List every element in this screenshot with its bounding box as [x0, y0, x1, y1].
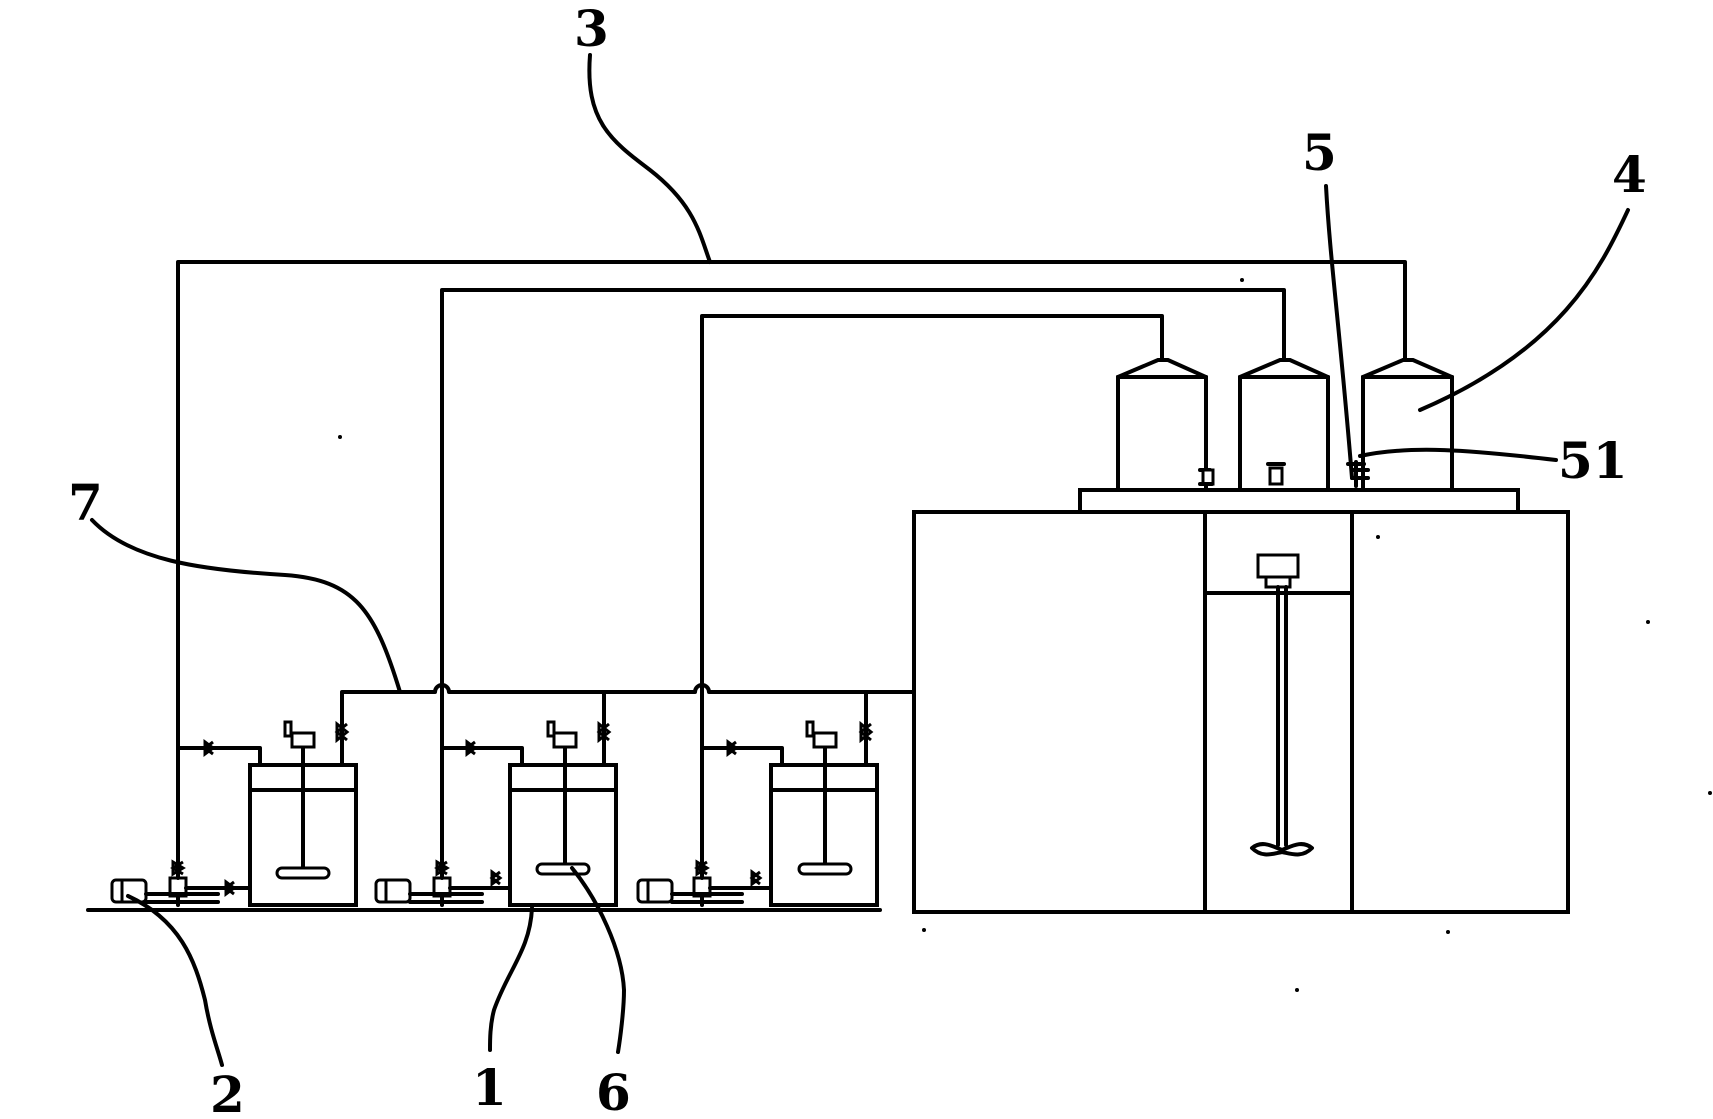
mix-tank-c	[769, 720, 879, 907]
pump-c	[636, 859, 773, 904]
pump-b	[374, 859, 512, 904]
pipe-3-inner	[700, 314, 1164, 907]
silo-platform	[1078, 488, 1520, 514]
mix-tank-a	[248, 720, 358, 907]
leader-51	[1358, 447, 1558, 462]
leader-3	[587, 53, 712, 264]
feeder-valve-2	[1266, 462, 1286, 486]
silo-1	[1116, 358, 1208, 492]
label-5: 5	[1302, 123, 1337, 182]
main-agitator	[1250, 553, 1314, 857]
silo-2	[1238, 358, 1330, 492]
feeder-valve-1	[1198, 468, 1215, 486]
leader-6	[570, 866, 626, 1054]
mix-tank-b	[508, 720, 618, 907]
leader-5	[1324, 184, 1354, 480]
label-6: 6	[596, 1063, 631, 1119]
leader-1	[488, 906, 534, 1052]
pipe-3-outer	[176, 260, 1407, 907]
return-pipe-7	[340, 683, 916, 767]
side-feeds	[176, 739, 784, 767]
label-1: 1	[472, 1058, 507, 1117]
leader-4	[1418, 208, 1630, 412]
label-3: 3	[574, 0, 609, 58]
pump-a	[110, 859, 252, 904]
label-51: 51	[1558, 431, 1628, 490]
label-2: 2	[210, 1065, 245, 1119]
return-valves	[334, 720, 874, 744]
pipe-3-middle	[440, 288, 1286, 907]
silo-3	[1361, 358, 1454, 492]
leader-2	[126, 894, 224, 1067]
leader-7	[90, 518, 402, 694]
label-7: 7	[68, 473, 103, 532]
main-tank	[912, 510, 1570, 914]
label-4: 4	[1612, 145, 1647, 204]
